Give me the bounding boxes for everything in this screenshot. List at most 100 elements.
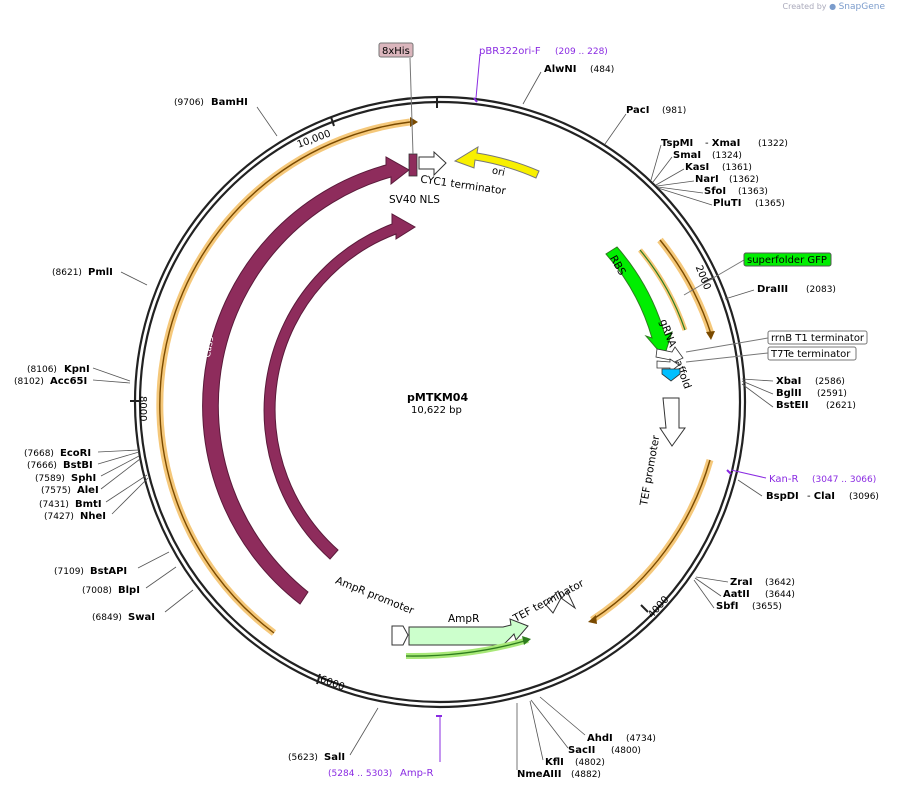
enzyme-smai-pos: (1324) <box>712 151 742 161</box>
ampr-promoter-feature <box>391 625 409 646</box>
enzyme-swai-name: SwaI <box>128 612 155 623</box>
enzyme-ahdi-name: AhdI <box>587 733 613 744</box>
enzyme-sacii-pos: (4800) <box>611 746 641 756</box>
superfolder-gfp-box-label: superfolder GFP <box>747 255 827 266</box>
orange-arc-top-line <box>159 121 411 634</box>
created-by-credit: Created by ● SnapGene <box>783 2 886 12</box>
enzyme-aatii-name: AatII <box>723 589 750 600</box>
enzyme-clai-dash: - <box>807 491 814 502</box>
enzyme-alei-name: AleI <box>77 485 99 496</box>
t7te-terminator-box <box>767 346 857 361</box>
cas9-outer-label: Cas9 <box>203 335 217 359</box>
primer-pbr-pointer <box>475 53 481 99</box>
plasmid-name: pMTKM04 <box>407 391 468 404</box>
ampr-arc-head <box>522 636 531 645</box>
rrnb-t1-terminator-feature <box>655 346 684 365</box>
tick-label-8000: 8000 <box>137 396 148 421</box>
enzyme-acc65i-pos: (8102) <box>14 377 44 387</box>
enzyme-bstapi-name: BstAPI <box>90 566 127 577</box>
enzyme-alwni-pos: (484) <box>590 65 614 75</box>
enzyme-bstbi-pos: (7666) <box>27 461 57 471</box>
enzyme-tspmi-pos: (1322) <box>758 139 788 149</box>
primer-kan-r-range: (3047 .. 3066) <box>812 475 876 485</box>
credit-prefix: Created by <box>782 2 827 11</box>
his-tag-box <box>378 42 414 58</box>
enzyme-kfli-name: KflI <box>545 757 564 768</box>
enzyme-tspmi-name: TspMI <box>661 138 693 149</box>
enzyme-blpi-pos: (7008) <box>82 586 112 596</box>
t7te-pointer <box>685 352 769 363</box>
his-tag-pointer <box>409 57 414 155</box>
primer-kanr-mark <box>726 469 732 475</box>
enzyme-smai-name: SmaI <box>673 150 701 161</box>
rrnb-pointer <box>685 337 769 353</box>
enzyme-pmli-name: PmlI <box>88 267 113 278</box>
ampr-orange-line <box>405 639 529 657</box>
enzyme-sfoi-pos: (1363) <box>738 187 768 197</box>
enzyme-ecori-pos: (7668) <box>24 449 54 459</box>
enzyme-nhei-pos: (7427) <box>44 512 74 522</box>
enzyme-pmli-pos: (8621) <box>52 268 82 278</box>
enzyme-draiii-name: DraIII <box>757 284 788 295</box>
superfolder-gfp-box <box>743 252 832 267</box>
sv40-nls-feature <box>408 153 418 177</box>
gfp-pointer <box>683 259 745 296</box>
enzyme-aatii-pos: (3644) <box>765 590 795 600</box>
enzyme-alwni-name: AlwNI <box>544 64 577 75</box>
enzyme-sfoi-name: SfoI <box>704 186 726 197</box>
enzyme-bstapi-pos: (7109) <box>54 567 84 577</box>
enzyme-blpi-name: BlpI <box>118 585 140 596</box>
enzyme-bstbi-name: BstBI <box>63 460 93 471</box>
enzyme-acc65i-name: Acc65I <box>50 376 87 387</box>
enzyme-bamhi-name: BamHI <box>211 97 248 108</box>
enzyme-bglii-pos: (2591) <box>817 389 847 399</box>
cas9-inner-feature <box>263 213 416 560</box>
enzyme-sali-pos: (5623) <box>288 753 318 763</box>
primer-pbr-mark <box>473 97 478 103</box>
orange-arc-top-head <box>410 117 418 127</box>
enzyme-pluti-pos: (1365) <box>755 199 785 209</box>
primer-kan-r-name: Kan-R <box>769 474 798 485</box>
enzyme-draiii-pos: (2083) <box>806 285 836 295</box>
enzyme-paci-name: PacI <box>626 105 649 116</box>
tick-mark-10000 <box>330 116 335 127</box>
enzyme-ecori-name: EcoRI <box>60 448 91 459</box>
enzyme-clai-text: ClaI <box>814 491 835 502</box>
enzyme-xbai-name: XbaI <box>776 376 801 387</box>
enzyme-xbai-pos: (2586) <box>815 377 845 387</box>
enzyme-bsteii-name: BstEII <box>776 400 809 411</box>
enzyme-nari-pos: (1362) <box>729 175 759 185</box>
tef-terminator-feature <box>545 590 577 614</box>
orange-arc-small-line <box>639 249 686 331</box>
enzyme-bmti-pos: (7431) <box>39 500 69 510</box>
enzyme-sphi-name: SphI <box>71 473 96 484</box>
tef-promoter-feature <box>659 397 686 447</box>
enzyme-bglii-name: BglII <box>776 388 802 399</box>
tick-label-6000: 6000 <box>318 674 346 693</box>
ori-feature <box>453 146 540 179</box>
enzyme-zrai-name: ZraI <box>730 577 753 588</box>
enzyme-sacii-name: SacII <box>568 745 595 756</box>
enzyme-bspdi-name: BspDI <box>766 491 799 502</box>
tef-terminator-label: TEF terminator <box>510 577 586 625</box>
enzyme-zrai-pos: (3642) <box>765 578 795 588</box>
ori-label: ori <box>491 165 506 178</box>
orange-arc-top <box>156 118 411 636</box>
enzyme-kfli-pos: (4802) <box>575 758 605 768</box>
plasmid-length: 10,622 bp <box>411 405 462 416</box>
enzyme-paci-pos: (981) <box>662 106 686 116</box>
enzyme-clai-name: - ClaI <box>807 491 835 502</box>
grna-blue-feature <box>661 368 681 382</box>
enzyme-sphi-pos: (7589) <box>35 474 65 484</box>
enzyme-xmai-name: - XmaI <box>705 138 740 149</box>
enzyme-kasi-pos: (1361) <box>722 163 752 173</box>
enzyme-nari-name: NarI <box>695 174 719 185</box>
cas9-inner-label: Cas9 <box>255 353 269 377</box>
enzyme-swai-pos: (6849) <box>92 613 122 623</box>
enzyme-xmai-dash: - <box>705 138 712 149</box>
rrnb-t1-terminator-box-label: rrnB T1 terminator <box>771 333 865 344</box>
enzyme-ahdi-pos: (4734) <box>626 734 656 744</box>
enzyme-bspdi-pos: (3096) <box>849 492 879 502</box>
t7te-terminator-box-label: T7Te terminator <box>770 349 851 360</box>
orange-arc-right-line <box>659 239 712 335</box>
